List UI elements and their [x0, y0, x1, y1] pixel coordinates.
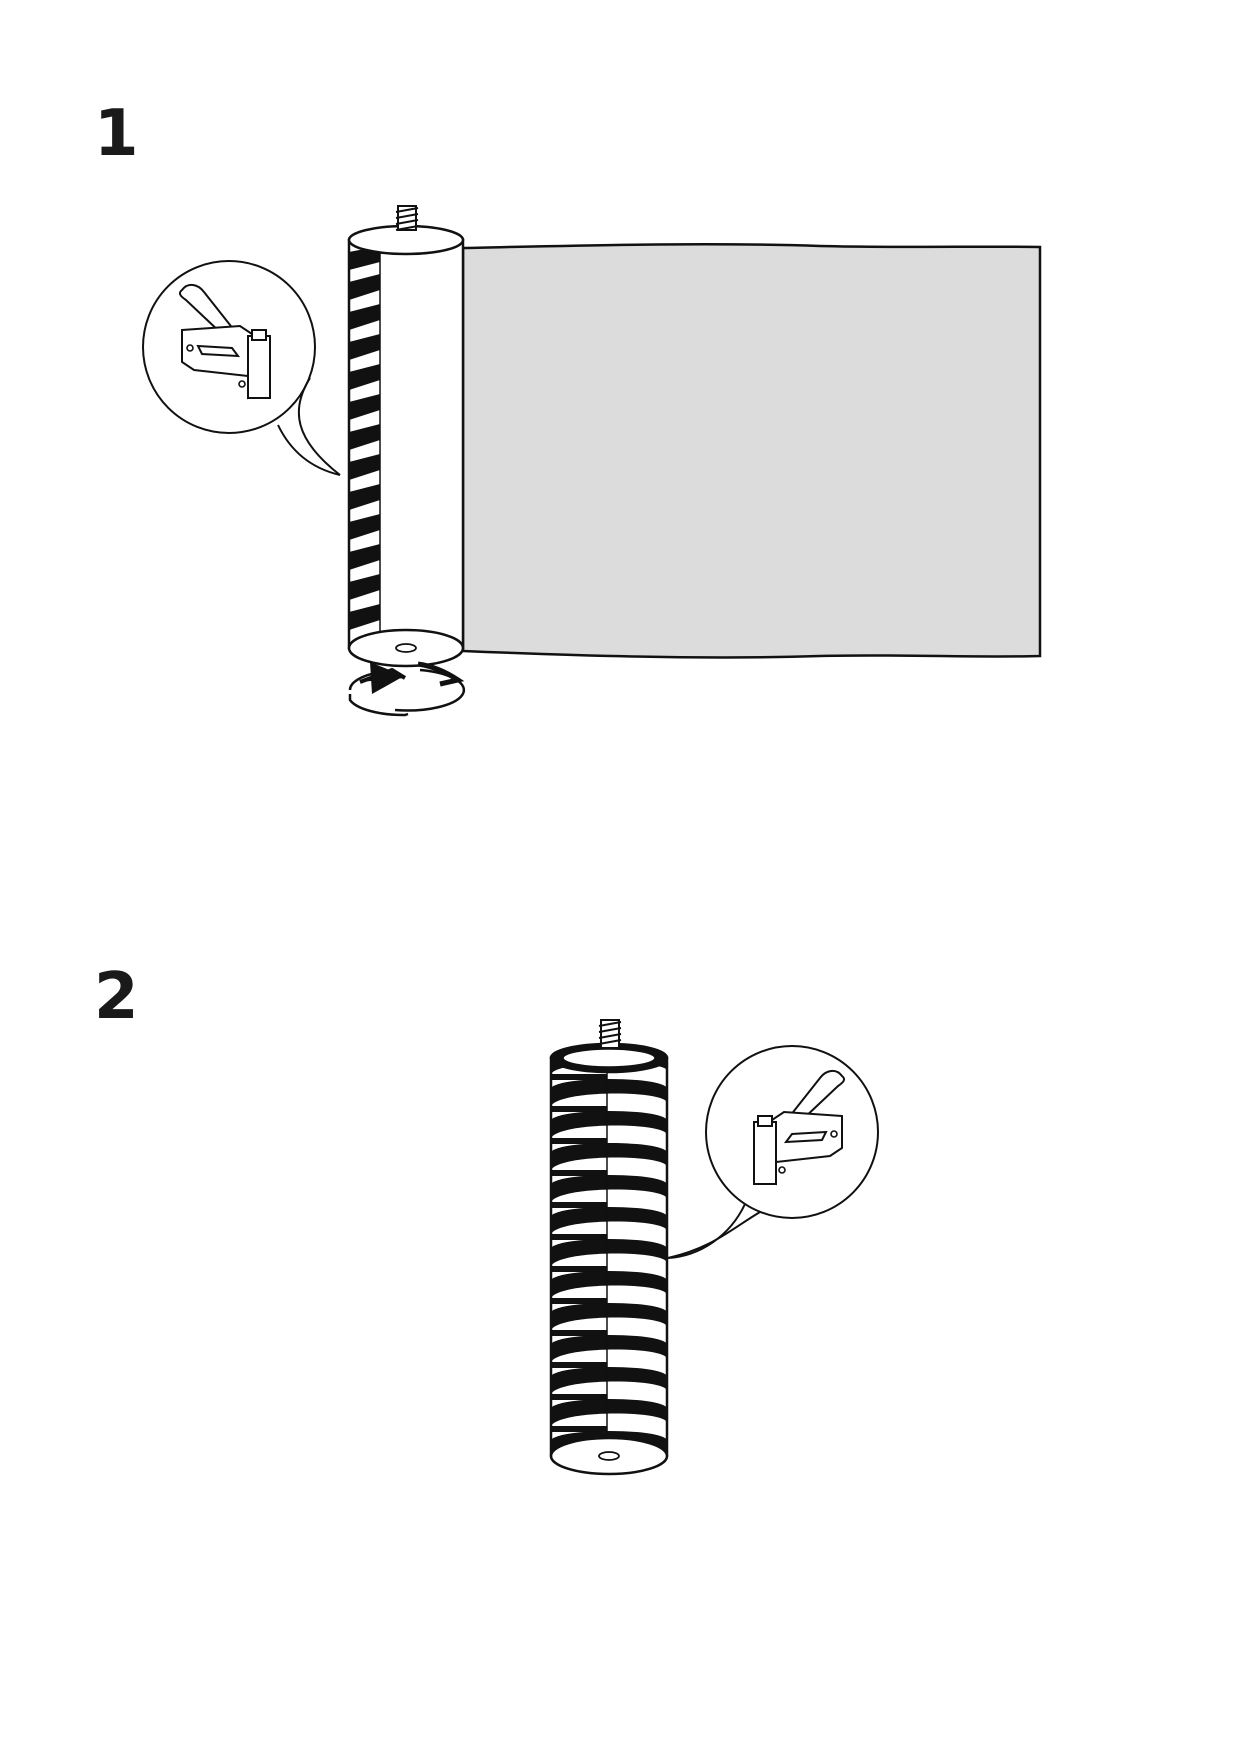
step-2-number: 2: [94, 960, 139, 1034]
fabric-sheet: [461, 243, 1042, 659]
step-2-drawing: [549, 1019, 879, 1476]
stapler-detail-bubble-1: [142, 260, 341, 476]
roller-screw: [395, 205, 419, 231]
wrapped-roller-screw: [598, 1019, 622, 1049]
step-1-drawing: [142, 205, 1042, 717]
step-1-number: 1: [94, 97, 139, 171]
rotate-arrow-icon: [348, 661, 466, 717]
stapler-detail-bubble-2: [667, 1045, 879, 1259]
